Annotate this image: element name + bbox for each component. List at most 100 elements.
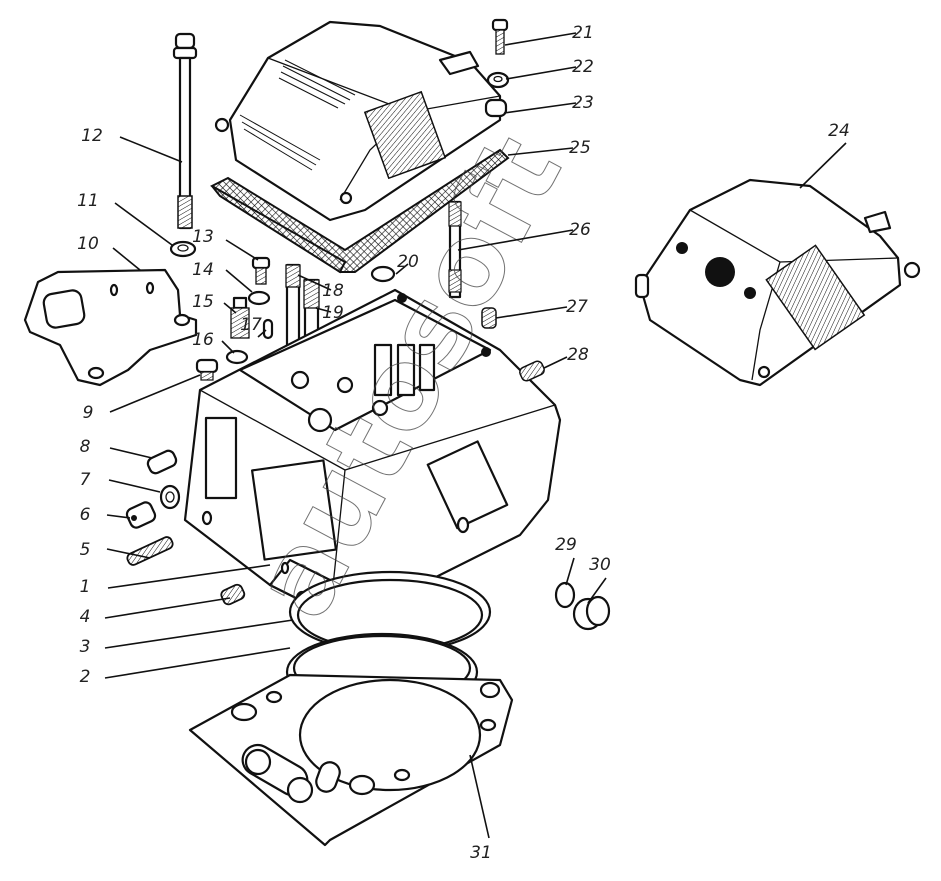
callout-26: 26	[457, 220, 591, 251]
leader-line	[223, 302, 237, 314]
callout-2: 2	[80, 647, 291, 687]
callout-29: 29	[555, 535, 577, 586]
callout-number: 21	[572, 23, 594, 43]
callout-number: 28	[567, 345, 589, 365]
callout-labels: 1234567891011121314151617181920212223242…	[77, 23, 850, 863]
cap	[572, 595, 611, 631]
callout-9: 9	[83, 374, 201, 423]
leader-line	[315, 307, 332, 313]
valve-cover-alternate	[634, 178, 921, 387]
leader-line	[225, 239, 259, 261]
leader-line	[106, 548, 151, 559]
leader-line	[119, 136, 183, 163]
callout-13: 13	[192, 227, 259, 261]
leader-line	[108, 479, 161, 493]
callout-number: 8	[80, 437, 91, 457]
callout-number: 1	[80, 577, 91, 597]
leader-line	[503, 102, 577, 114]
callout-24: 24	[799, 121, 850, 189]
callout-number: 26	[569, 220, 591, 240]
leader-line	[112, 247, 141, 271]
leader-line	[587, 577, 607, 604]
callout-number: 18	[322, 281, 344, 301]
callout-27: 27	[495, 297, 588, 319]
callout-number: 12	[81, 126, 103, 146]
left-small-parts	[125, 449, 246, 606]
leader-line	[221, 340, 235, 354]
leader-line	[504, 32, 577, 46]
callout-4: 4	[80, 597, 231, 627]
callout-number: 6	[80, 505, 91, 525]
callout-number: 10	[77, 234, 99, 254]
callout-28: 28	[543, 345, 589, 369]
leader-line	[395, 263, 409, 275]
callout-31: 31	[469, 754, 492, 863]
leader-line	[495, 306, 568, 319]
callout-16: 16	[192, 330, 235, 354]
callout-number: 11	[77, 191, 99, 211]
leader-line	[543, 356, 568, 369]
callout-22: 22	[505, 57, 594, 80]
callout-10: 10	[77, 234, 141, 271]
leader-line	[457, 229, 574, 251]
bracket	[23, 268, 198, 387]
callout-number: 29	[555, 535, 577, 555]
leader-line	[104, 647, 291, 679]
callout-20: 20	[395, 252, 419, 275]
callout-19: 19	[315, 303, 344, 323]
leader-line	[114, 202, 173, 246]
callout-25: 25	[507, 138, 591, 158]
callout-number: 3	[80, 637, 91, 657]
leader-line	[799, 142, 847, 189]
callout-30: 30	[587, 555, 611, 604]
leader-line	[109, 447, 153, 459]
callout-number: 20	[397, 252, 419, 272]
callout-21: 21	[504, 23, 594, 46]
callout-number: 17	[240, 315, 262, 335]
callout-number: 7	[80, 470, 91, 490]
leader-line	[225, 269, 253, 293]
callout-number: 30	[589, 555, 611, 575]
callout-1: 1	[80, 564, 271, 597]
callout-12: 12	[81, 126, 183, 163]
callout-3: 3	[80, 619, 294, 657]
leader-line	[297, 274, 332, 291]
washer-11	[169, 240, 197, 258]
callout-5: 5	[80, 540, 151, 560]
callout-number: 2	[80, 667, 91, 687]
callout-number: 14	[192, 260, 214, 280]
callout-number: 13	[192, 227, 214, 247]
leader-line	[106, 514, 131, 519]
callout-number: 27	[566, 297, 588, 317]
leader-line	[109, 374, 201, 413]
callout-14: 14	[192, 260, 253, 293]
head-gasket	[188, 673, 514, 847]
callout-7: 7	[80, 470, 161, 493]
callout-number: 5	[80, 540, 91, 560]
leader-line	[507, 147, 574, 156]
valve-cover	[214, 20, 502, 222]
leader-line	[257, 329, 267, 338]
leader-line	[104, 597, 231, 619]
callout-number: 22	[572, 57, 594, 77]
callout-number: 24	[828, 121, 850, 141]
callout-6: 6	[80, 505, 131, 525]
callout-number: 16	[192, 330, 214, 350]
callout-17: 17	[240, 315, 267, 338]
callout-number: 31	[470, 843, 492, 863]
o-ring	[554, 581, 576, 609]
cover-gasket	[210, 148, 510, 274]
callout-11: 11	[77, 191, 173, 246]
callout-8: 8	[80, 437, 153, 459]
callout-number: 25	[569, 138, 591, 158]
callout-15: 15	[192, 292, 237, 314]
callout-number: 4	[80, 607, 91, 627]
right-small-parts	[448, 18, 545, 382]
leader-line	[104, 619, 294, 649]
callout-number: 19	[322, 303, 344, 323]
callout-number: 15	[192, 292, 214, 312]
callout-number: 9	[83, 403, 94, 423]
leader-line	[469, 754, 490, 839]
callout-23: 23	[503, 93, 594, 114]
